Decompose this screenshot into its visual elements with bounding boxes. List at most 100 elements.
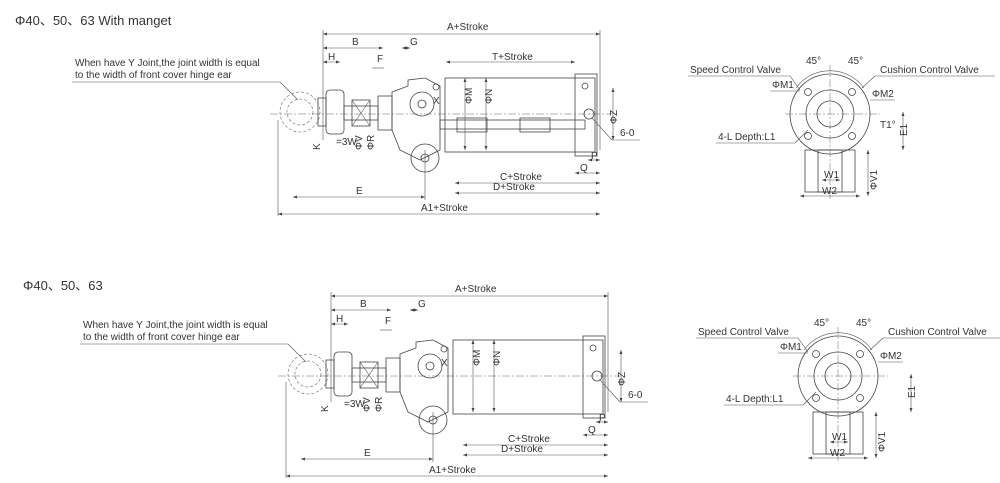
nut-x2: [351, 99, 371, 127]
label-b: B: [360, 299, 367, 310]
label-speed-control-valve: Speed Control Valve: [698, 327, 789, 338]
note-text-line-2: to the width of front cover hinge ear: [75, 70, 232, 81]
depth-leader: [794, 129, 809, 144]
end-cover-boss: [813, 351, 863, 401]
label-phi-n: ΦN: [484, 89, 495, 104]
dim-p-arrows: [596, 420, 608, 424]
label-d-stroke: D+Stroke: [501, 444, 543, 455]
label-phi-r: ΦR: [374, 397, 385, 412]
speed-valve-leader: [789, 75, 801, 91]
dim-e1-arrows: [901, 112, 905, 150]
front-bolt: [432, 83, 440, 91]
sensor-2: [519, 117, 551, 133]
label-f: F: [385, 316, 391, 327]
label-phi-z: ΦZ: [609, 110, 620, 124]
front-cover: [391, 77, 441, 161]
label-phi-v: ΦV: [354, 135, 365, 150]
label-e1: E1: [907, 385, 918, 398]
label-t-stroke: T+Stroke: [492, 52, 533, 63]
label-phi-v1: ΦV1: [877, 431, 888, 452]
label-angle-right: 45°: [848, 56, 863, 67]
bolt-hole-1: [812, 350, 820, 358]
trunnion-hole: [417, 99, 427, 109]
bolt-hole-2: [856, 350, 864, 358]
angle-arc: [803, 332, 873, 351]
clevis-pin: [317, 97, 327, 127]
label-speed-control-valve: Speed Control Valve: [690, 65, 781, 76]
dim-p-arrows: [588, 158, 600, 162]
hinge-gap: [817, 149, 843, 193]
label-phi-m1: ΦM1: [772, 80, 794, 91]
label-b: B: [352, 37, 359, 48]
end-cover-outline: [789, 73, 871, 155]
label-p: P: [591, 151, 598, 162]
sensor-1: [456, 117, 488, 133]
clevis-pin: [325, 359, 335, 389]
front-cover: [399, 339, 449, 423]
rod-nut: [359, 361, 379, 389]
label-w1: W1: [832, 432, 847, 443]
label-a-stroke: A+Stroke: [455, 284, 497, 295]
cylinder-tube: [444, 77, 596, 153]
hinge-gap: [825, 411, 851, 455]
label-a1-stroke: A1+Stroke: [429, 465, 476, 476]
rear-port: [583, 108, 595, 120]
label-phi-n: ΦN: [492, 351, 503, 366]
label-cushion-control-valve: Cushion Control Valve: [888, 327, 987, 338]
label-phi-m2: ΦM2: [880, 351, 902, 362]
dim-g-arrows: [402, 46, 410, 50]
angle-arc: [795, 70, 865, 89]
label-phi-v1: ΦV1: [869, 169, 880, 190]
rear-bolt: [589, 344, 597, 352]
note-leader-arrow: [279, 81, 299, 101]
drawing-title: Φ40、50、63 With manget: [15, 13, 172, 28]
trunnion-hole: [425, 361, 435, 371]
label-angle-right: 45°: [856, 318, 871, 329]
bolt-hole-3: [804, 132, 812, 140]
label-phi-r: ΦR: [366, 135, 377, 150]
label-6-o: 6-0: [620, 128, 635, 139]
drawing-title: Φ40、50、63: [23, 278, 103, 293]
trunnion-boss: [409, 91, 435, 117]
label-w2: W2: [830, 448, 845, 459]
label-w2: W2: [822, 186, 837, 197]
label-c-stroke: C+Stroke: [500, 172, 542, 183]
dim-g-arrows: [410, 308, 418, 312]
end-cover-center: [816, 100, 844, 128]
label-phi-v: ΦV: [362, 397, 373, 412]
label-x: X: [441, 358, 448, 369]
note-text-line-1: When have Y Joint,the joint width is equ…: [83, 320, 268, 331]
label-a-stroke: A+Stroke: [447, 22, 489, 33]
note-text-line-2: to the width of front cover hinge ear: [83, 332, 240, 343]
dim-h-arrows: [323, 60, 340, 64]
rod-cover: [385, 357, 401, 393]
bolt-hole-2: [848, 88, 856, 96]
label-3w: =3W: [344, 399, 365, 410]
magnetic-switch-rail: [439, 119, 586, 130]
depth-leader: [802, 391, 817, 406]
label-e: E: [364, 448, 371, 459]
rear-port: [591, 370, 603, 382]
label-k: K: [320, 405, 331, 412]
trunnion-boss: [417, 353, 443, 379]
y-joint-inner: [286, 98, 314, 126]
label-c-stroke: C+Stroke: [508, 434, 550, 445]
end-cover-outline: [797, 335, 879, 417]
label-phi-m1: ΦM1: [780, 342, 802, 353]
dim-e1-arrows: [909, 374, 913, 412]
label-d-stroke: D+Stroke: [493, 182, 535, 193]
label-g: G: [410, 37, 418, 48]
nut-x2: [359, 361, 379, 389]
label-h: H: [336, 314, 343, 325]
bolt-hole-4: [856, 394, 864, 402]
y-joint-outline: [287, 353, 329, 395]
label-e1: E1: [899, 123, 910, 136]
label-p: P: [599, 413, 606, 424]
label-6-o: 6-0: [628, 390, 643, 401]
y-joint-outline: [279, 91, 321, 133]
rear-cover: [574, 73, 598, 157]
dim-h-arrows: [331, 322, 348, 326]
